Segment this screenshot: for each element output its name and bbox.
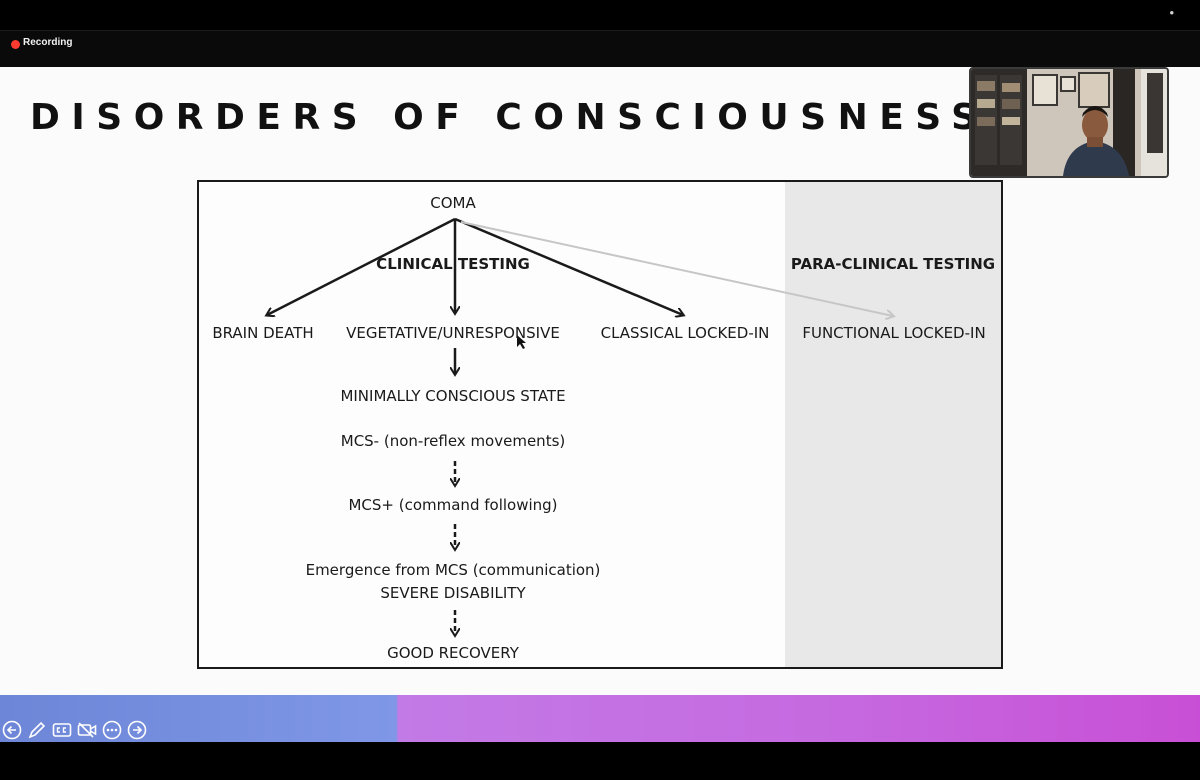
arrow-to-classical-locked-in [454,217,683,315]
window-menu-icon[interactable]: • [1169,5,1174,20]
captions-button[interactable] [52,720,72,740]
clinical-testing-label: CLINICAL TESTING [376,255,530,273]
pen-button[interactable] [27,720,47,740]
mcs-minus-label: MCS- (non-reflex movements) [340,432,566,450]
arrow-left-icon [2,720,22,740]
more-options-button[interactable] [102,720,122,740]
pen-icon [28,721,46,739]
brain-death-label: BRAIN DEATH [212,324,314,342]
cc-icon [52,723,72,737]
recording-dot-icon [11,40,20,49]
arrow-to-functional-locked-in [460,221,893,316]
diagram-arrows [199,217,1003,669]
presentation-slide: DISORDERS OF CONSCIOUSNESS [0,67,1200,695]
paraclinical-zone [785,182,1001,667]
paraclinical-testing-label: PARA-CLINICAL TESTING [790,255,996,273]
arrow-right-icon [127,720,147,740]
arrow-to-brain-death [267,217,456,315]
video-off-icon [77,722,97,738]
mcs-label: MINIMALLY CONSCIOUS STATE [340,387,566,405]
vegetative-label: VEGETATIVE/UNRESPONSIVE [346,324,560,342]
slide-title: DISORDERS OF CONSCIOUSNESS [30,97,989,138]
previous-slide-button[interactable] [2,720,22,740]
presenter-toolbar-band [0,695,1200,742]
consciousness-diagram: COMA CLINICAL TESTING PARA-CLINICAL TEST… [197,180,1003,669]
presenter-controls [0,719,147,741]
top-bar: • [0,0,1200,30]
more-icon [102,720,122,740]
severe-disability-label: SEVERE DISABILITY [380,584,526,602]
classical-locked-in-label: CLASSICAL LOCKED-IN [600,324,770,342]
recording-label: Recording [23,37,73,48]
emergence-label: Emergence from MCS (communication) [305,561,601,579]
webcam-video[interactable] [969,67,1169,178]
presenter-video-icon [971,69,1167,176]
bottom-bar [0,742,1200,780]
next-slide-button[interactable] [127,720,147,740]
coma-label: COMA [430,194,476,212]
recording-bar: Recording [0,30,1200,67]
functional-locked-in-label: FUNCTIONAL LOCKED-IN [802,324,986,342]
good-recovery-label: GOOD RECOVERY [387,644,519,662]
mcs-plus-label: MCS+ (command following) [348,496,558,514]
mouse-cursor-icon [517,335,526,349]
camera-toggle-button[interactable] [77,720,97,740]
